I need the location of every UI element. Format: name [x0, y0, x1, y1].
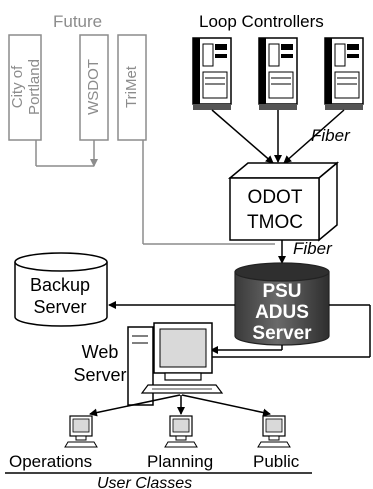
- future-connector-lines: [35, 140, 275, 245]
- loop-controller-cabinet-2: [258, 37, 298, 110]
- web-server-computer: [127, 322, 224, 406]
- future-agency-label-trimet: TriMet: [123, 65, 140, 108]
- psu-label: PSU: [262, 281, 301, 302]
- loop-controller-cabinet-1: [192, 37, 232, 110]
- backup-server-label: Server: [33, 297, 86, 317]
- public-label: Public: [253, 452, 300, 471]
- web-label: Web: [82, 342, 119, 362]
- planning-label: Planning: [147, 452, 213, 471]
- loop-controller-cabinet-3: [324, 37, 364, 110]
- adus-label: ADUS: [255, 302, 309, 323]
- operations-computer-icon: [64, 415, 98, 448]
- psu-server-label: Server: [252, 323, 312, 344]
- planning-computer-icon: [164, 415, 198, 448]
- future-agency-box-trimet: TriMet: [117, 34, 147, 141]
- future-agency-label-city-of-portland: City ofPortland: [9, 59, 43, 115]
- operations-label: Operations: [9, 452, 92, 471]
- fiber-label-mid: Fiber: [293, 239, 333, 258]
- loop-controllers-label: Loop Controllers: [199, 12, 324, 31]
- future-agency-box-wsdot: WSDOT: [79, 34, 109, 141]
- public-computer-icon: [257, 415, 291, 448]
- psu-adus-server-cylinder: [234, 262, 330, 346]
- web-server-label: Server: [73, 365, 126, 385]
- odot-label: ODOT: [248, 187, 303, 208]
- user-classes-label: User Classes: [97, 475, 192, 489]
- backup-label: Backup: [30, 275, 90, 295]
- web-to-user-arrows: [89, 394, 271, 417]
- backup-server-cylinder: [14, 252, 108, 327]
- future-label: Future: [53, 12, 102, 31]
- future-agency-box-city-of-portland: City ofPortland: [8, 34, 43, 141]
- psu-to-web-connectors: [210, 304, 371, 358]
- fiber-label-top: Fiber: [311, 126, 351, 145]
- controller-fiber-arrows: [211, 109, 345, 164]
- tmoc-label: TMOC: [247, 212, 303, 233]
- future-agency-label-wsdot: WSDOT: [85, 59, 102, 115]
- odot-tmoc-box: [227, 161, 340, 242]
